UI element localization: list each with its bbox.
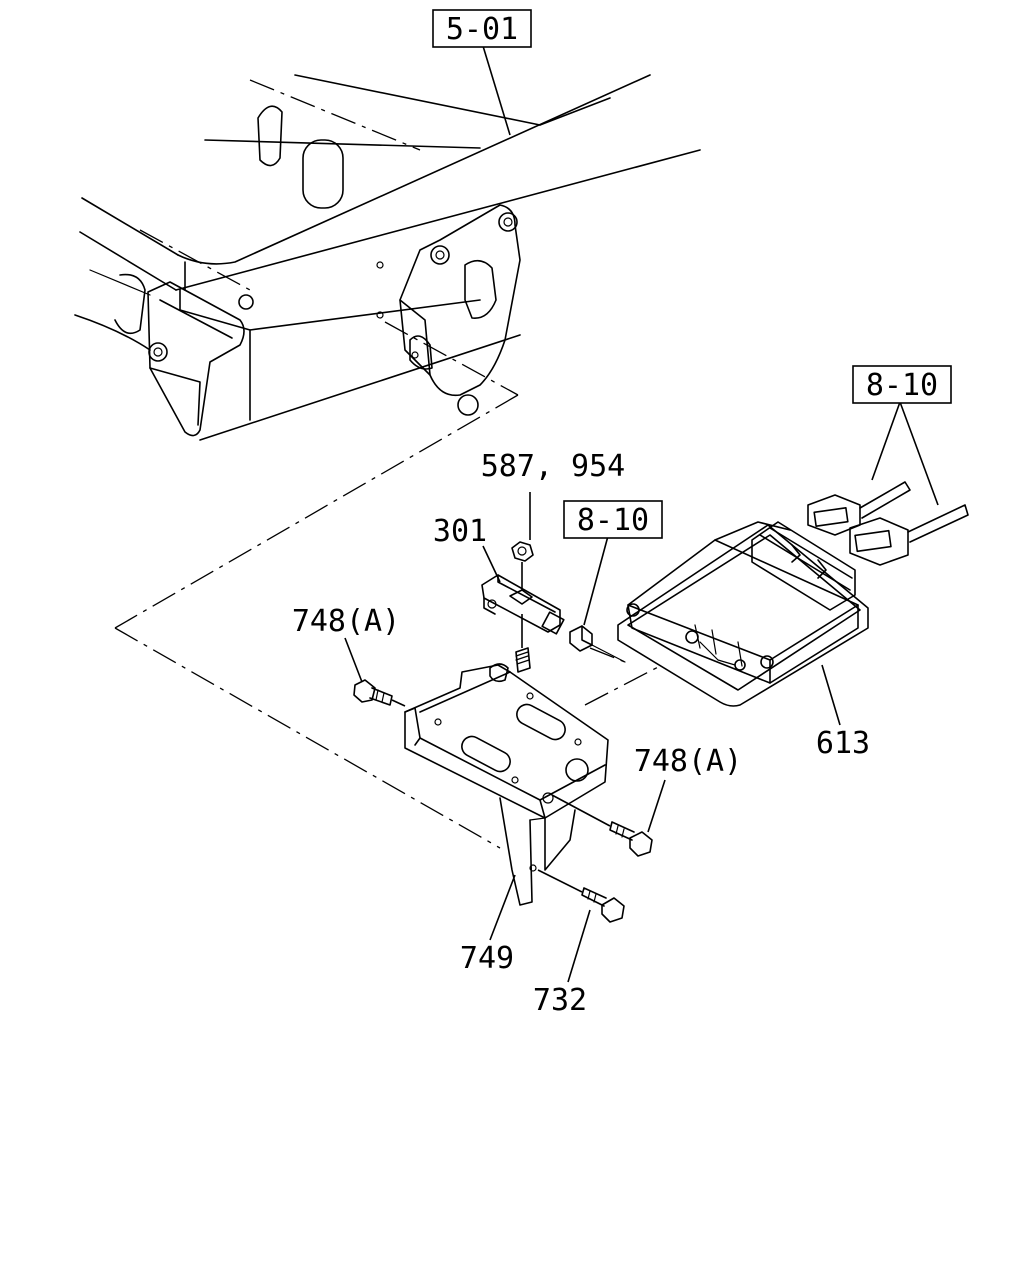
svg-text:8-10: 8-10 (577, 503, 649, 538)
callout-749[interactable]: 749 (460, 941, 514, 976)
callout-613[interactable]: 613 (816, 726, 870, 761)
bolt-732 (537, 869, 625, 923)
chassis-frame (74, 74, 701, 441)
callout-748a-left[interactable]: 748(A) (292, 604, 400, 639)
reference-8-10-mid[interactable]: 8-10 (563, 500, 663, 539)
reference-8-10-top[interactable]: 8-10 (852, 365, 952, 404)
svg-text:8-10: 8-10 (866, 368, 938, 403)
bolt-748a-left (353, 679, 406, 707)
mounting-bracket (404, 664, 609, 906)
bolt-748a-right (551, 794, 653, 857)
callout-301[interactable]: 301 (433, 514, 487, 549)
callout-587-954[interactable]: 587, 954 (481, 449, 626, 484)
leader-lines (344, 45, 939, 983)
reference-5-01[interactable]: 5-01 (432, 9, 532, 48)
sensor-module (481, 541, 565, 683)
harness-connectors (807, 481, 969, 566)
callout-732[interactable]: 732 (533, 983, 587, 1018)
mounting-area-outline (114, 321, 663, 849)
connector-pin (569, 625, 626, 663)
callout-748a-right[interactable]: 748(A) (634, 744, 742, 779)
svg-text:5-01: 5-01 (446, 12, 518, 47)
ecu-unit (617, 521, 869, 707)
